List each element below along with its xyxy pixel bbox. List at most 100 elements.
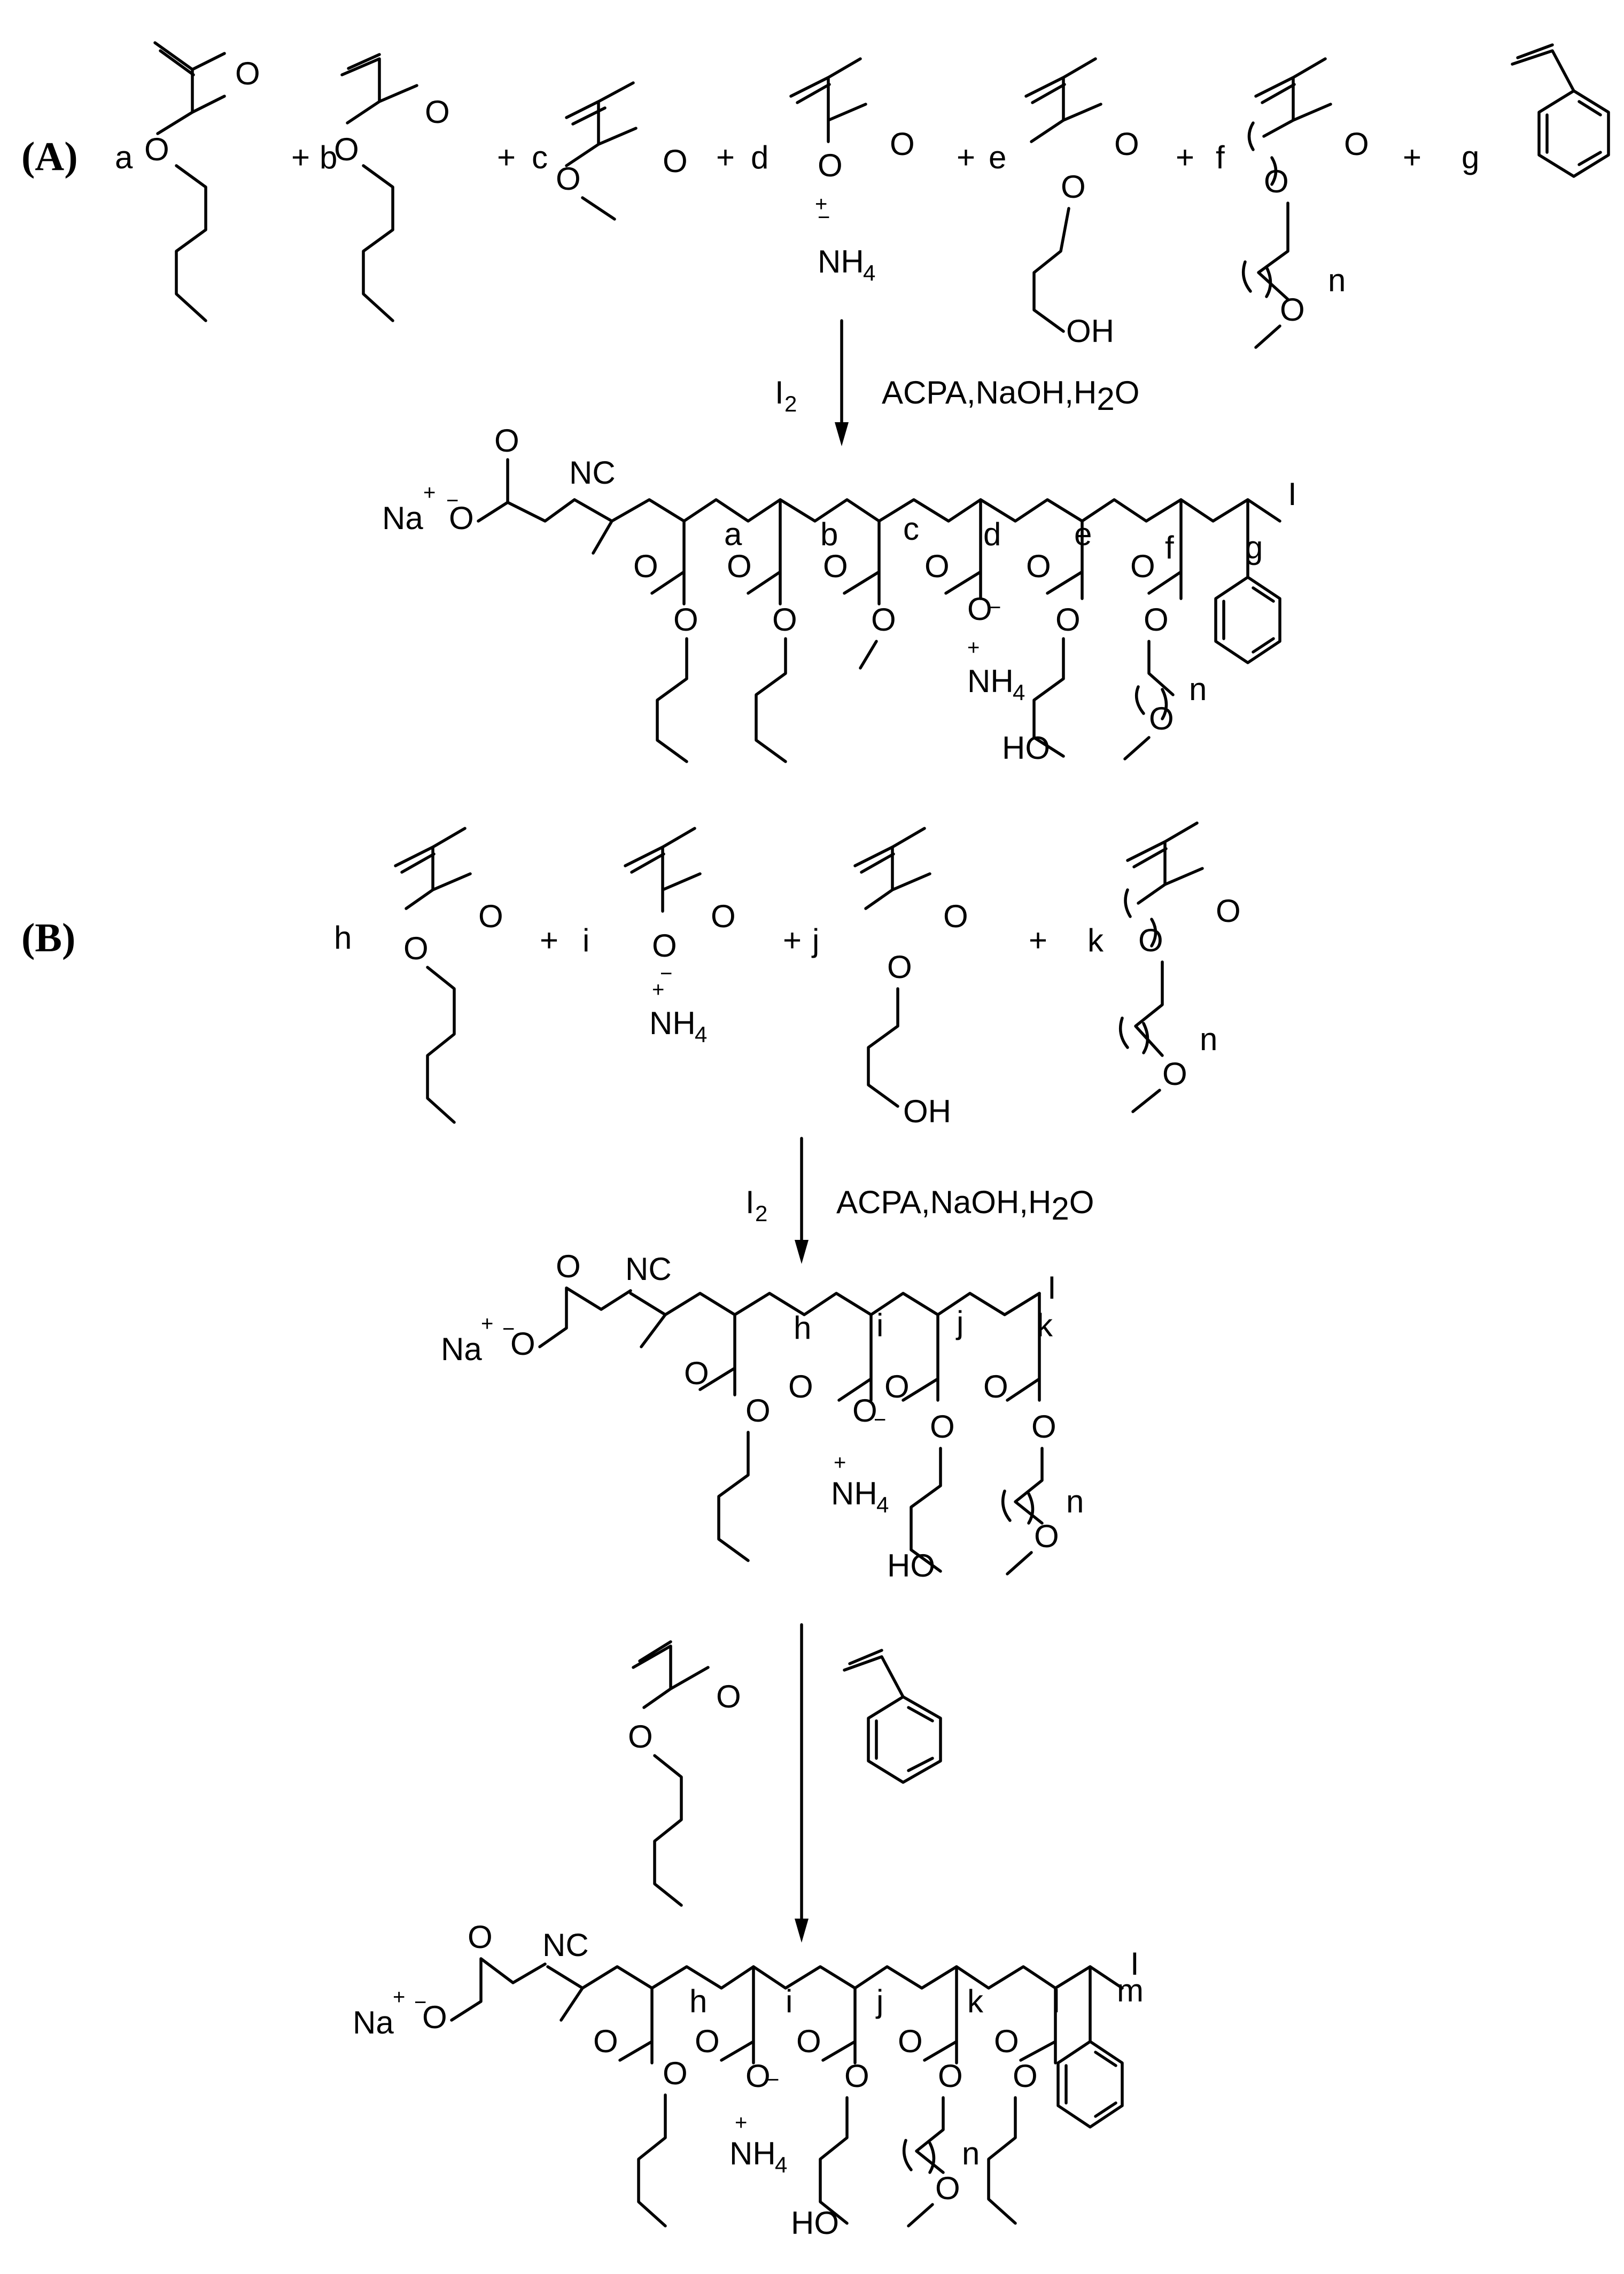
svg-text:+: + (815, 192, 827, 216)
svg-text:−: − (446, 489, 459, 513)
panel-label-a: (A) (21, 134, 78, 179)
svg-text:O: O (1149, 701, 1174, 736)
svg-text:4: 4 (876, 1492, 889, 1517)
svg-text:i: i (786, 1983, 792, 2019)
coefficient-j: j (811, 922, 819, 958)
svg-text:O: O (663, 2055, 688, 2091)
initiator-label: I (775, 375, 784, 410)
svg-text:O: O (510, 1326, 535, 1362)
svg-text:h: h (794, 1310, 811, 1346)
reagent-butyl-acrylate: O O (628, 1640, 741, 1907)
product-b-polymer: Na + − O O NC I h i j k l m O O O O − + … (353, 1919, 1144, 2241)
svg-text:+: + (481, 1312, 493, 1336)
svg-text:O: O (673, 602, 698, 638)
svg-text:NH: NH (818, 244, 864, 280)
svg-text:k: k (967, 1983, 984, 2019)
coefficient-b: b (320, 139, 337, 175)
svg-text:4: 4 (695, 1022, 707, 1047)
svg-text:O: O (695, 2023, 720, 2059)
svg-text:+: + (783, 922, 802, 958)
svg-text:O: O (628, 1719, 653, 1755)
svg-text:O: O (1013, 2058, 1038, 2094)
coefficient-k: k (1087, 922, 1104, 958)
svg-text:I: I (1130, 1946, 1139, 1982)
svg-text:OH: OH (903, 1093, 951, 1129)
svg-text:O: O (745, 1393, 771, 1429)
svg-text:m: m (1117, 1973, 1144, 2008)
svg-text:Na: Na (441, 1331, 482, 1367)
coefficient-a: a (115, 139, 133, 175)
svg-text:2: 2 (755, 1201, 767, 1226)
svg-text:O: O (1344, 126, 1369, 162)
svg-text:+: + (735, 2111, 747, 2135)
svg-text:O: O (593, 2023, 618, 2059)
svg-text:c: c (903, 511, 919, 547)
svg-text:−: − (874, 1408, 886, 1432)
svg-text:NC: NC (542, 1927, 589, 1963)
reaction-arrow-b1: I 2 ACPA,NaOH,H2O (745, 1137, 1094, 1264)
monomer-a-butyl-methacrylate: a O O (115, 41, 260, 322)
svg-text:O: O (823, 548, 848, 584)
svg-text:Na: Na (382, 500, 423, 536)
svg-text:+: + (967, 636, 980, 659)
svg-text:i: i (876, 1307, 883, 1343)
svg-text:O: O (884, 1369, 910, 1404)
plus-sign: + (291, 139, 310, 175)
svg-text:O: O (422, 1999, 447, 2035)
intermediate-b-polymer: Na + − O O NC I h i j k O O O O − + NH 4… (441, 1248, 1084, 1584)
coefficient-e: e (989, 139, 1006, 175)
svg-text:−: − (660, 962, 672, 985)
svg-text:O: O (1130, 548, 1155, 584)
svg-text:O: O (633, 548, 658, 584)
svg-text:4: 4 (1013, 680, 1025, 705)
conditions-label: ACPA,NaOH,H2O (882, 375, 1139, 417)
svg-text:O: O (334, 131, 359, 167)
plus-sign: + (1176, 139, 1194, 175)
svg-text:O: O (935, 2170, 960, 2206)
svg-text:O: O (1055, 602, 1081, 638)
svg-text:O: O (449, 500, 474, 536)
svg-text:−: − (767, 2068, 779, 2092)
monomer-f-peg-methacrylate: f O O n O (1216, 57, 1369, 349)
svg-text:O: O (983, 1369, 1008, 1404)
plus-sign: + (1403, 139, 1421, 175)
svg-text:+: + (423, 481, 436, 505)
svg-text:O: O (716, 1679, 741, 1714)
coefficient-g: g (1462, 139, 1479, 175)
svg-text:NC: NC (569, 455, 616, 491)
svg-text:O: O (684, 1355, 709, 1391)
svg-text:f: f (1165, 530, 1174, 565)
svg-text:O: O (1061, 169, 1086, 205)
svg-text:n: n (1189, 671, 1207, 707)
subscript-n: n (1328, 262, 1346, 298)
svg-text:HO: HO (1002, 730, 1050, 766)
plus-sign: + (957, 139, 975, 175)
monomer-c-methyl-methacrylate: c O O (532, 81, 688, 221)
svg-text:+: + (834, 1451, 846, 1474)
reaction-arrow-b2 (795, 1623, 809, 1943)
svg-text:O: O (727, 548, 752, 584)
svg-text:−: − (414, 1991, 426, 2014)
svg-text:−: − (502, 1317, 515, 1341)
svg-text:O: O (938, 2058, 963, 2094)
svg-text:O: O (890, 126, 915, 162)
monomer-h-butyl-methacrylate: h O O (334, 827, 503, 1124)
svg-text:O: O (796, 2023, 821, 2059)
svg-text:j: j (875, 1983, 883, 2019)
svg-text:NH: NH (729, 2136, 776, 2171)
svg-text:I: I (745, 1184, 755, 1220)
svg-text:4: 4 (863, 260, 875, 285)
coefficient-i: i (582, 922, 589, 958)
svg-text:−: − (818, 206, 830, 229)
svg-text:b: b (820, 516, 838, 552)
svg-text:O: O (887, 949, 912, 985)
reaction-arrow-a: I 2 ACPA,NaOH,H2O (775, 319, 1139, 446)
svg-text:O: O (871, 602, 896, 638)
svg-text:NH: NH (967, 663, 1014, 699)
svg-text:O: O (967, 591, 992, 627)
svg-text:+: + (652, 978, 664, 1002)
svg-text:O: O (403, 930, 429, 966)
monomer-g-styrene: g (1462, 43, 1610, 178)
svg-text:n: n (962, 2136, 980, 2171)
svg-text:O: O (468, 1919, 493, 1955)
